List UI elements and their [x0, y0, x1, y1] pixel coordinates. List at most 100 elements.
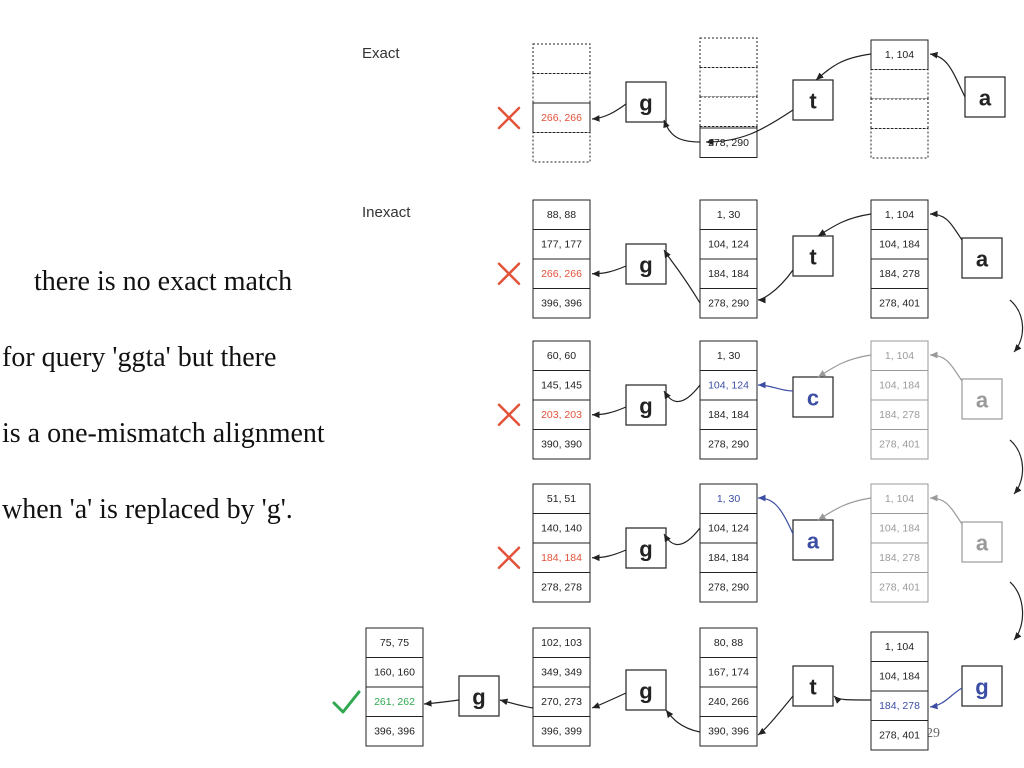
sa-interval-value: 104, 184: [879, 670, 920, 682]
flow-arrow: [1009, 299, 1024, 353]
sa-interval-value: 278, 401: [879, 438, 920, 450]
letter-box: [792, 665, 834, 707]
sa-interval-cell: [532, 542, 591, 573]
sa-interval-cell: [870, 199, 929, 230]
sa-interval-cell: [532, 429, 591, 460]
flow-arrow: [705, 109, 794, 146]
letter-box: [625, 243, 667, 285]
letter-g: g: [639, 91, 652, 116]
flow-arrow: [1009, 439, 1024, 495]
sa-interval-value: 184, 184: [541, 552, 582, 564]
sa-interval-value: 266, 266: [541, 112, 582, 124]
letter-box: [458, 675, 500, 717]
sa-interval-cell: [532, 657, 591, 688]
check-mark: [332, 690, 361, 714]
sa-interval-cell: [699, 399, 758, 430]
flow-arrow: [591, 103, 627, 122]
sa-interval-value: 184, 184: [708, 409, 749, 421]
sa-interval-cell: [532, 229, 591, 260]
sa-interval-value: 1, 104: [885, 209, 914, 221]
sa-interval-cell: [532, 627, 591, 658]
letter-box: [961, 521, 1003, 563]
sa-interval-value: 390, 390: [541, 438, 582, 450]
flow-arrow: [591, 692, 627, 709]
sa-interval-value: 167, 174: [708, 666, 749, 678]
letter-box: [792, 376, 834, 418]
sa-interval-value: 1, 30: [717, 493, 741, 505]
sa-interval-cell: [532, 288, 591, 319]
sa-interval-value: 51, 51: [547, 493, 576, 505]
sa-interval-cell: [870, 340, 929, 371]
sa-interval-cell: [870, 288, 929, 319]
sa-interval-cell: [699, 96, 758, 127]
cross-mark: [497, 106, 521, 130]
letter-box: [961, 237, 1003, 279]
sa-interval-value: 145, 145: [541, 379, 582, 391]
sa-interval-value: 270, 273: [541, 696, 582, 708]
sa-interval-cell: [699, 258, 758, 289]
flow-arrow: [817, 354, 872, 378]
flow-arrow: [665, 709, 701, 733]
cross-mark: [497, 262, 521, 285]
letter-t: t: [809, 675, 817, 700]
cross-stroke: [497, 106, 521, 130]
sa-interval-cell: [532, 370, 591, 401]
letter-g: g: [639, 394, 652, 419]
sa-interval-cell: [699, 229, 758, 260]
exact-label: Exact: [362, 45, 400, 62]
flow-arrow: [817, 497, 872, 521]
sa-interval-value: 1, 104: [885, 49, 914, 61]
sa-interval-cell: [532, 73, 591, 104]
sa-interval-cell: [870, 39, 929, 70]
letter-box: [625, 384, 667, 426]
sa-interval-cell: [365, 716, 424, 747]
sa-interval-value: 203, 203: [541, 409, 582, 421]
letter-box: [792, 235, 834, 277]
sa-interval-cell: [532, 716, 591, 747]
sa-interval-value: 75, 75: [380, 637, 409, 649]
sa-interval-cell: [699, 513, 758, 544]
sa-interval-value: 390, 396: [708, 725, 749, 737]
sa-interval-value: 261, 262: [374, 696, 415, 708]
sa-interval-cell: [699, 716, 758, 747]
sa-interval-value: 102, 103: [541, 637, 582, 649]
sa-interval-cell: [532, 102, 591, 133]
letter-g: g: [975, 675, 988, 700]
sa-interval-cell: [532, 43, 591, 74]
sa-interval-cell: [870, 98, 929, 129]
letter-box: [792, 79, 834, 121]
sa-interval-value: 184, 278: [879, 700, 920, 712]
sa-interval-value: 184, 278: [879, 268, 920, 280]
flow-arrow: [817, 213, 872, 237]
sa-interval-cell: [870, 370, 929, 401]
letter-c: c: [807, 386, 819, 411]
flow-arrow: [499, 698, 534, 709]
sa-interval-value: 278, 401: [879, 297, 920, 309]
sa-interval-cell: [532, 258, 591, 289]
sa-interval-value: 104, 184: [879, 238, 920, 250]
sa-interval-value: 1, 30: [717, 350, 741, 362]
sa-interval-value: 349, 349: [541, 666, 582, 678]
letter-g: g: [472, 685, 485, 710]
sa-interval-cell: [870, 69, 929, 100]
letter-box: [625, 81, 667, 123]
sa-interval-cell: [699, 429, 758, 460]
sa-interval-cell: [699, 657, 758, 688]
letter-t: t: [809, 245, 817, 270]
sa-interval-cell: [532, 572, 591, 603]
flow-arrow: [591, 549, 627, 562]
flow-arrow: [929, 351, 963, 382]
sa-interval-cell: [870, 720, 929, 751]
flow-arrow: [833, 695, 872, 704]
sa-interval-value: 160, 160: [374, 666, 415, 678]
inexact-label: Inexact: [362, 204, 411, 221]
sa-interval-value: 177, 177: [541, 238, 582, 250]
sa-interval-value: 278, 290: [708, 438, 749, 450]
sa-interval-value: 80, 88: [714, 637, 743, 649]
sa-interval-cell: [870, 542, 929, 573]
sa-interval-value: 396, 399: [541, 725, 582, 737]
sa-interval-value: 184, 278: [879, 552, 920, 564]
body-line-1: there is no exact match: [34, 266, 293, 297]
letter-box: [792, 519, 834, 561]
